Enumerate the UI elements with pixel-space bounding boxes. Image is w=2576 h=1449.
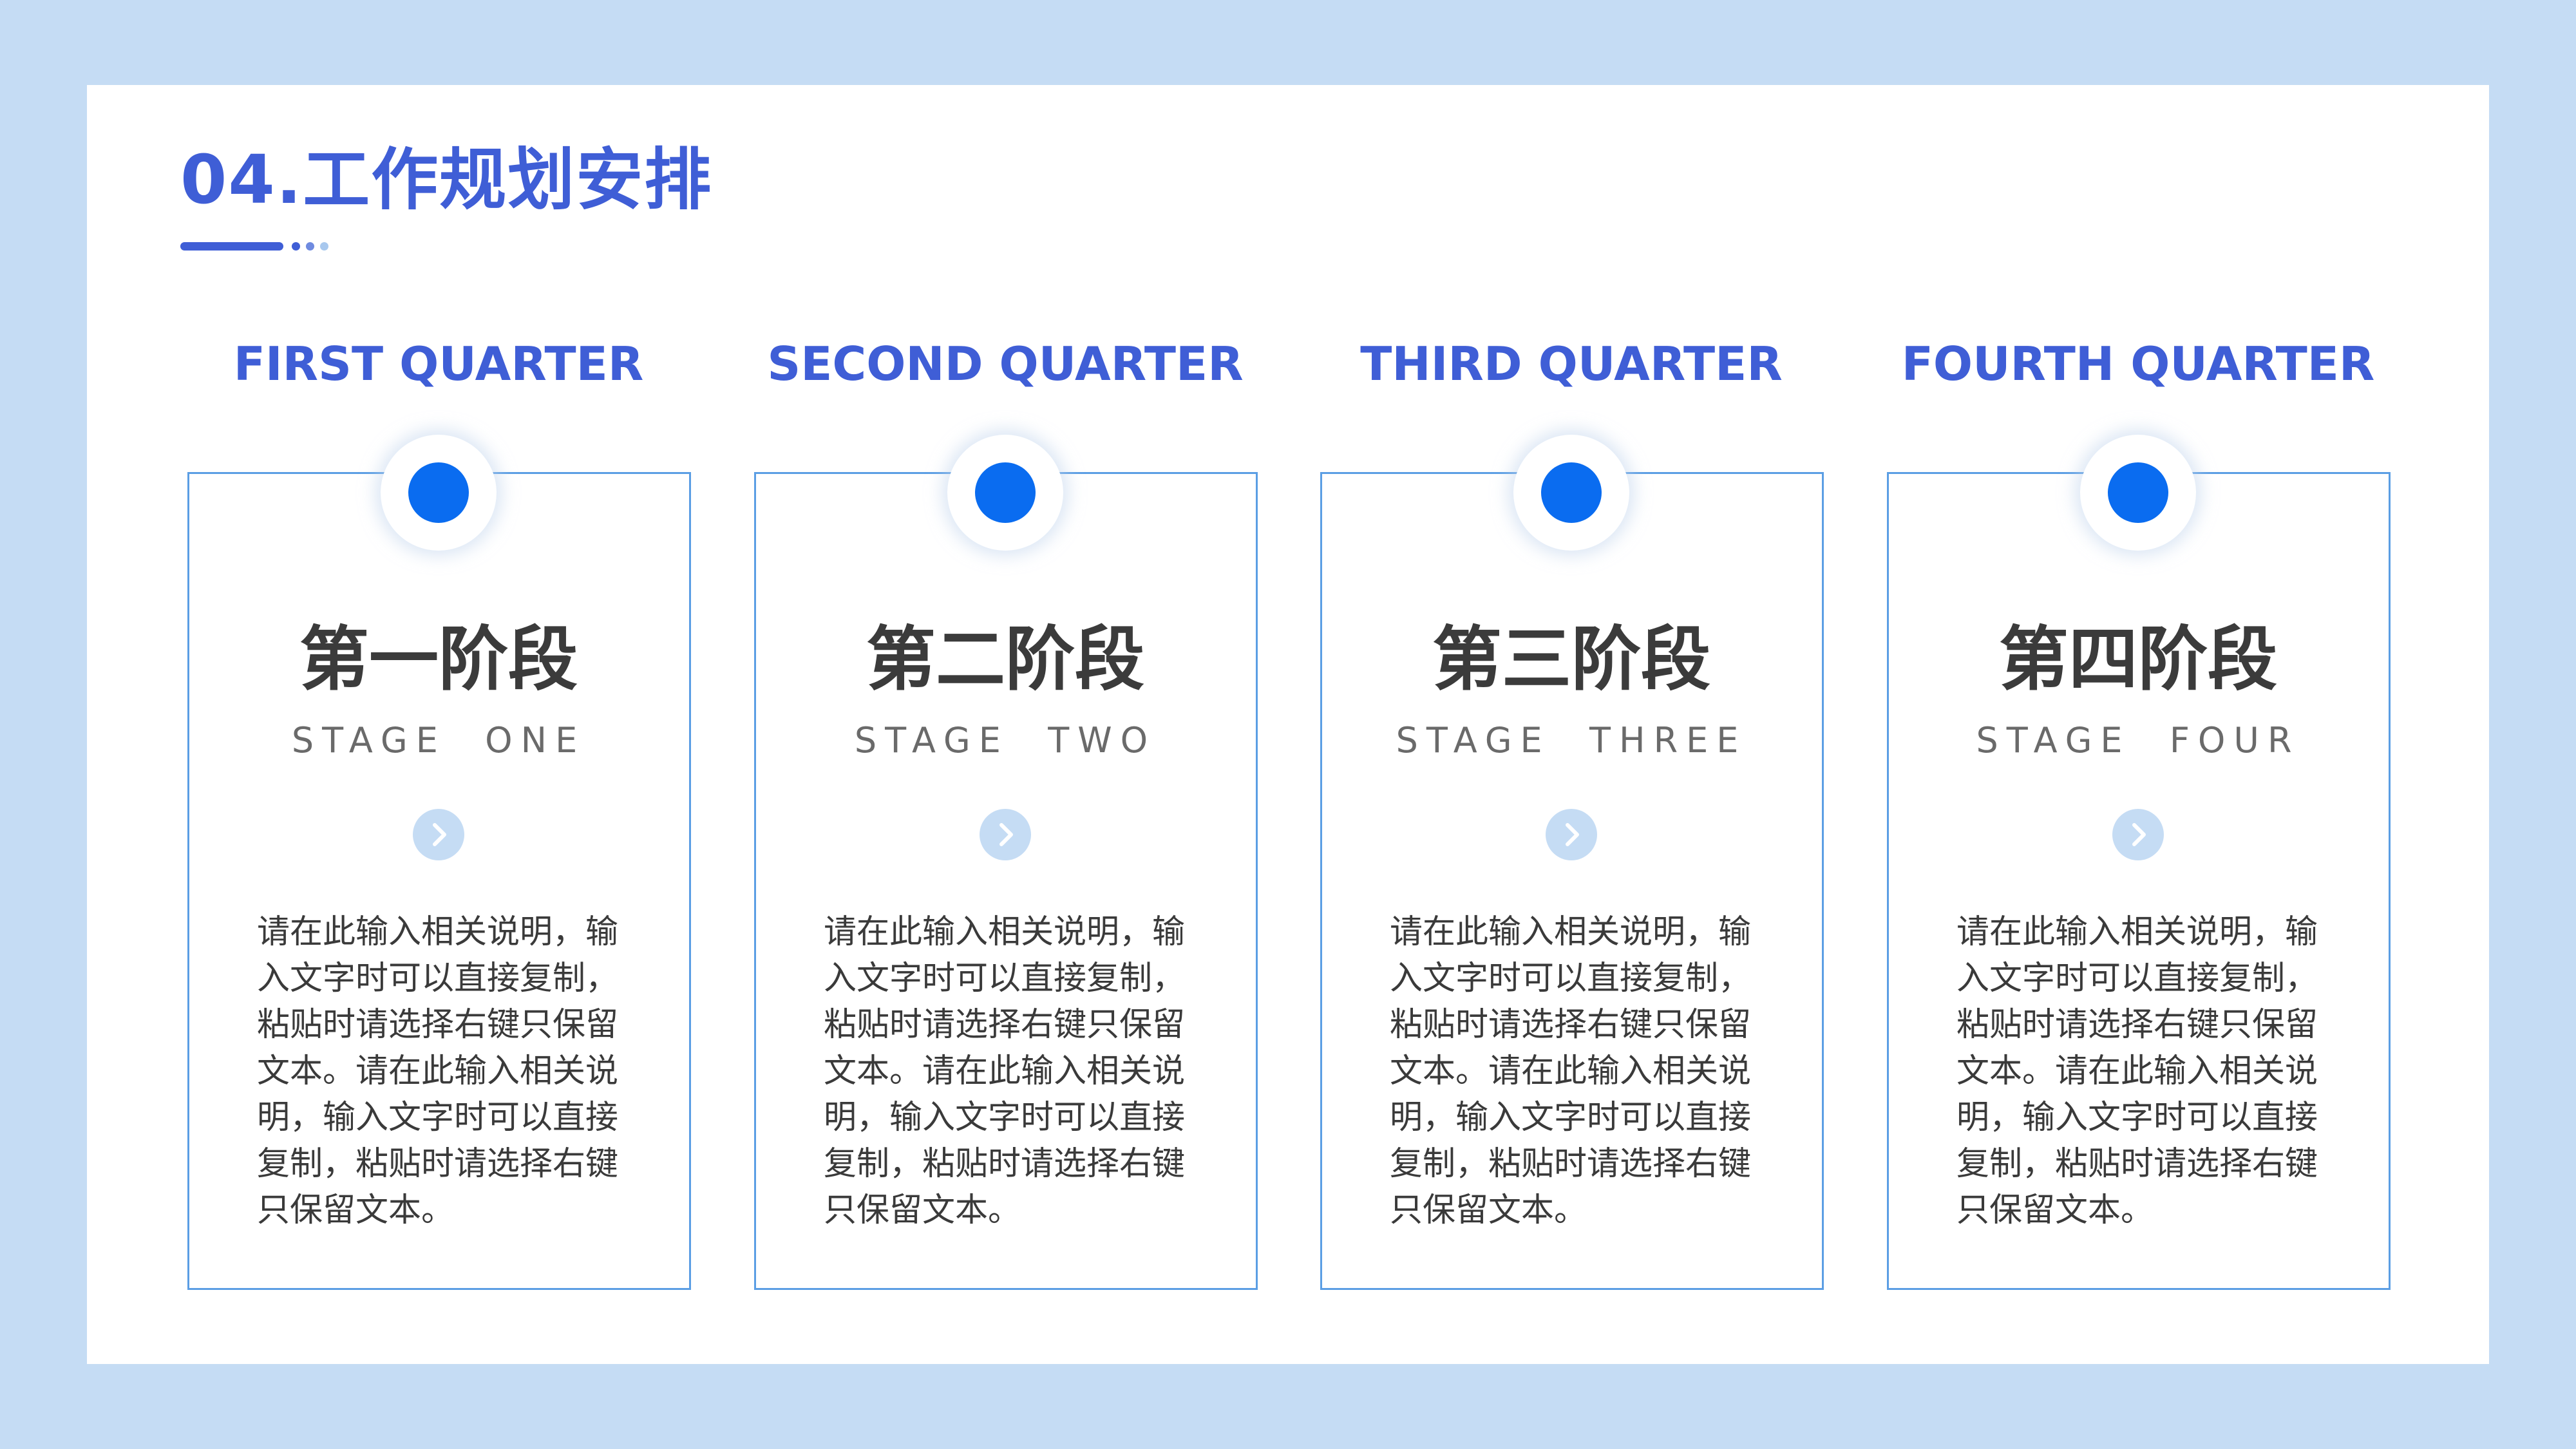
quarter-label: FIRST QUARTER [233,337,644,391]
quarter-label: FOURTH QUARTER [1901,337,2375,391]
stage-description: 请在此输入相关说明，输入文字时可以直接复制，粘贴时请选择右键只保留文本。请在此输… [257,913,619,1229]
stage-column-3: THIRD QUARTER 第三阶段 STAGE THREE 请在此输入相关说明… [1320,85,1824,1364]
stage-description: 请在此输入相关说明，输入文字时可以直接复制，粘贴时请选择右键只保留文本。请在此输… [1390,913,1752,1229]
stage-marker-dot [408,462,469,523]
chevron-right-icon [2112,809,2164,860]
stage-card [1320,472,1824,1290]
stage-marker-dot [1541,462,1602,523]
chevron-right-icon [413,809,464,860]
stage-title: 第二阶段 [866,620,1144,700]
stage-title: 第三阶段 [1432,620,1710,700]
stage-column-2: SECOND QUARTER 第二阶段 STAGE TWO 请在此输入相关说明，… [754,85,1258,1364]
stage-subtitle: STAGE TWO [854,720,1157,761]
stage-description: 请在此输入相关说明，输入文字时可以直接复制，粘贴时请选择右键只保留文本。请在此输… [824,913,1186,1229]
quarter-label: SECOND QUARTER [767,337,1244,391]
title-dot-1 [292,242,300,251]
stage-column-4: FOURTH QUARTER 第四阶段 STAGE FOUR 请在此输入相关说明… [1887,85,2391,1364]
stage-description: 请在此输入相关说明，输入文字时可以直接复制，粘贴时请选择右键只保留文本。请在此输… [1956,913,2318,1229]
stage-marker-dot [2108,462,2168,523]
stage-title: 第四阶段 [1998,620,2277,700]
stage-subtitle: STAGE FOUR [1976,720,2300,761]
stage-marker-dot [975,462,1036,523]
stage-card [187,472,691,1290]
chevron-right-icon [1546,809,1597,860]
stage-card [754,472,1258,1290]
stage-card [1887,472,2391,1290]
title-underline [180,242,283,251]
chevron-right-icon [980,809,1031,860]
page-title: 04.工作规划安排 [180,140,713,219]
stage-column-1: FIRST QUARTER 第一阶段 STAGE ONE 请在此输入相关说明，输… [187,85,691,1364]
slide-panel: 04.工作规划安排 FIRST QUARTER 第一阶段 STAGE ONE 请… [87,85,2489,1364]
quarter-label: THIRD QUARTER [1360,337,1783,391]
title-dot-3 [320,242,328,251]
title-dot-2 [306,242,314,251]
stage-subtitle: STAGE THREE [1396,720,1747,761]
stage-subtitle: STAGE ONE [291,720,586,761]
stage-title: 第一阶段 [299,620,578,700]
